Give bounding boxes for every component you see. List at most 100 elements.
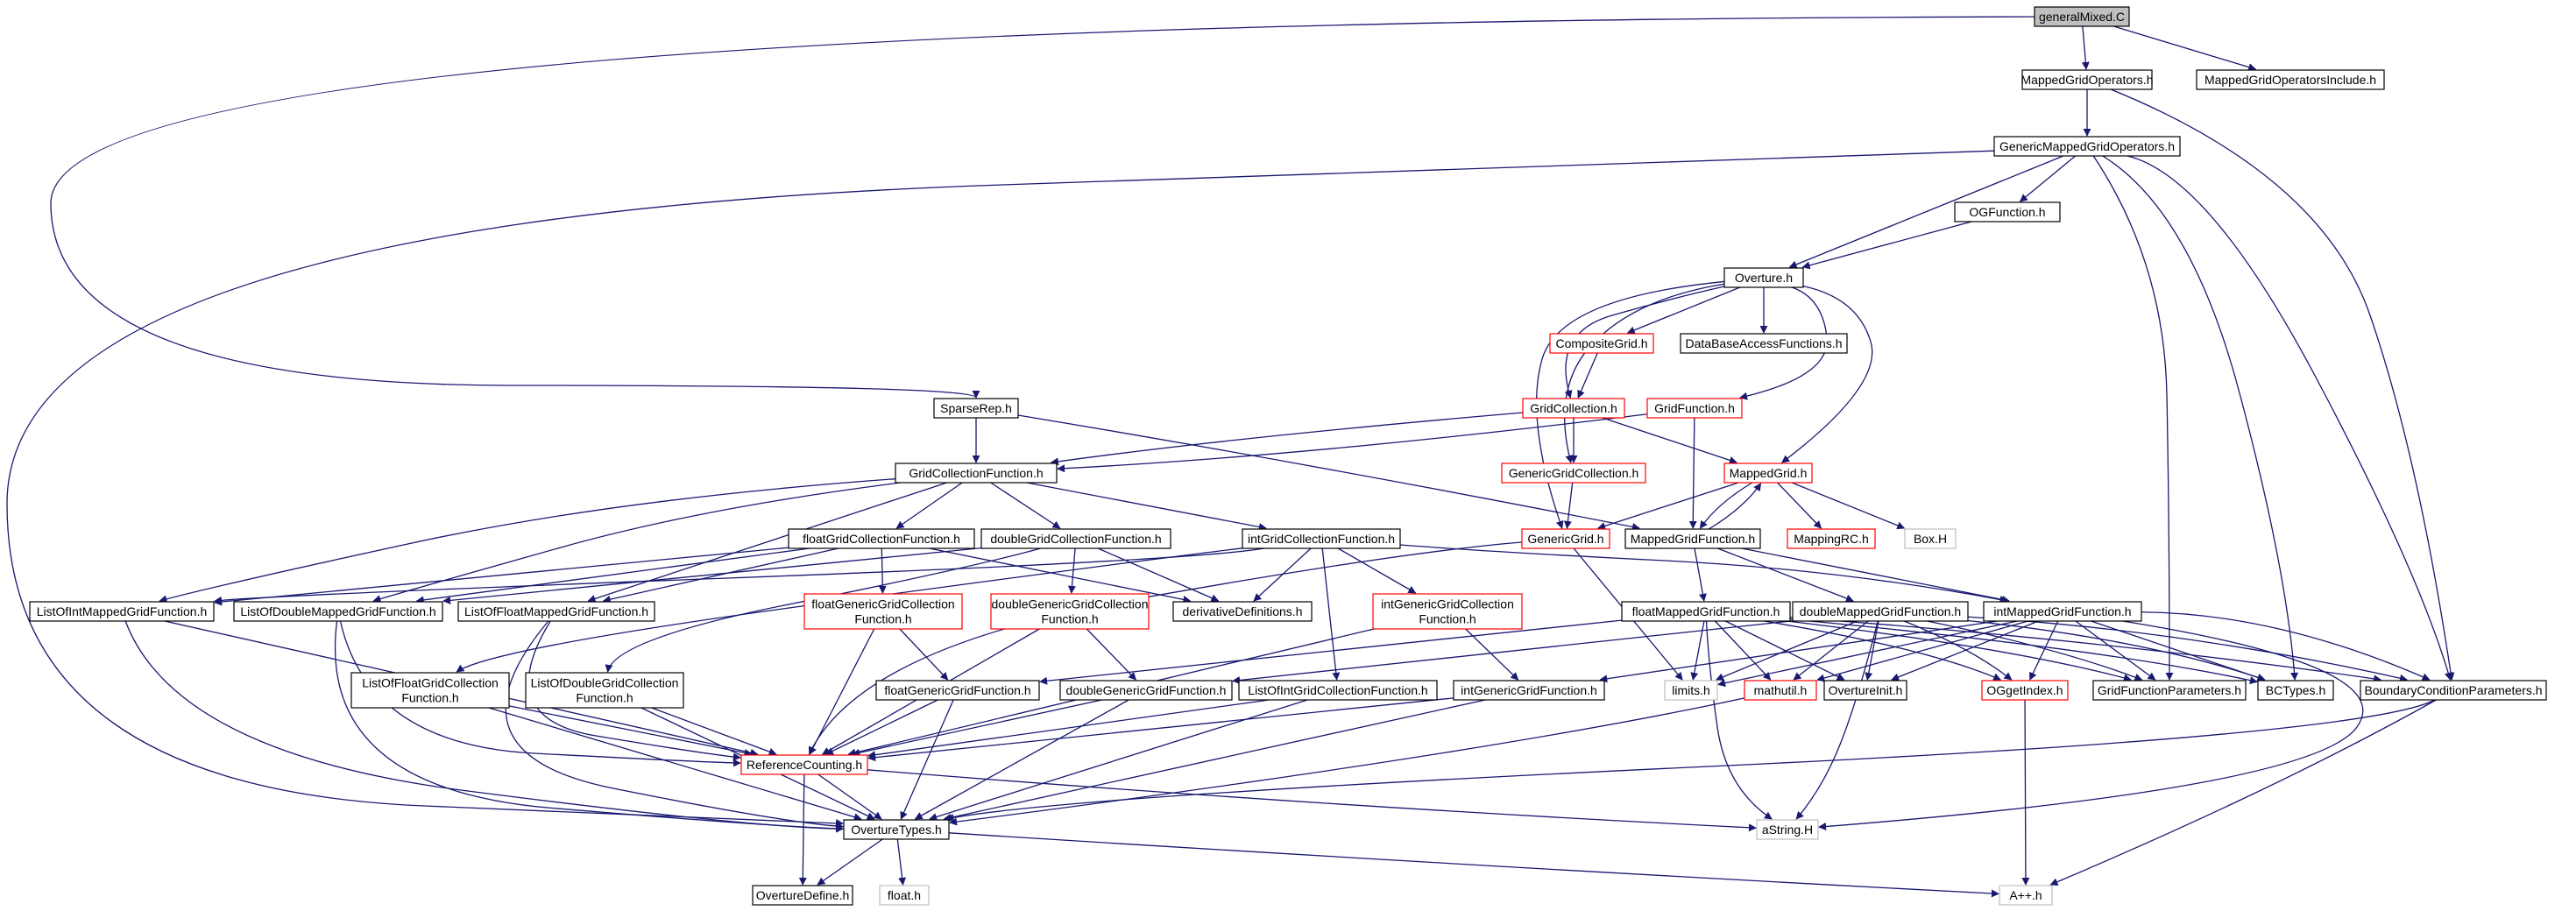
node-label: MappedGridOperatorsInclude.h bbox=[2204, 73, 2376, 87]
node-ggc[interactable]: GenericGridCollection.h bbox=[1501, 463, 1646, 484]
node-box bbox=[1059, 680, 1233, 701]
node-gmgo[interactable]: GenericMappedGridOperators.h bbox=[1993, 136, 2181, 157]
node-floath[interactable]: float.h bbox=[879, 885, 930, 906]
edge-fggf-to-refcount bbox=[824, 699, 938, 755]
node-sparse[interactable]: SparseRep.h bbox=[933, 398, 1019, 419]
node-label: GridCollection.h bbox=[1530, 401, 1617, 415]
edge-gmgo-to-gfp bbox=[2092, 155, 2174, 681]
edge-fmgf-to-fggf bbox=[1039, 619, 1623, 685]
edge-mappedgrid-to-mappingrc bbox=[1777, 482, 1822, 529]
node-ogf[interactable]: OGFunction.h bbox=[1954, 201, 2061, 222]
node-limits[interactable]: limits.h bbox=[1664, 680, 1718, 701]
node-mgoinc[interactable]: MappedGridOperatorsInclude.h bbox=[2196, 69, 2385, 90]
node-label: MappedGrid.h bbox=[1730, 466, 1808, 480]
node-box bbox=[457, 601, 655, 622]
node-box bbox=[1372, 593, 1523, 630]
node-gfp[interactable]: GridFunctionParameters.h bbox=[2092, 680, 2247, 701]
node-box bbox=[29, 601, 215, 622]
edge-fggf-to-ovtypes bbox=[900, 699, 954, 820]
node-ovdefine[interactable]: OvertureDefine.h bbox=[752, 885, 853, 906]
node-dgcf[interactable]: doubleGridCollectionFunction.h bbox=[980, 528, 1171, 549]
edge-compgrid-to-gridcoll bbox=[1577, 352, 1598, 399]
node-gcf[interactable]: GridCollectionFunction.h bbox=[895, 463, 1058, 484]
edge-lofmgf-to-refcount bbox=[528, 620, 741, 761]
node-label: GenericGridCollection.h bbox=[1509, 466, 1639, 480]
edge-loigcf-to-ovtypes bbox=[929, 699, 1308, 821]
node-label: OvertureTypes.h bbox=[851, 823, 942, 837]
node-dggf[interactable]: doubleGenericGridFunction.h bbox=[1059, 680, 1233, 701]
node-box bbox=[1756, 819, 1819, 840]
node-bctypes[interactable]: BCTypes.h bbox=[2257, 680, 2334, 701]
node-bcp[interactable]: BoundaryConditionParameters.h bbox=[2360, 680, 2547, 701]
node-box bbox=[1453, 680, 1605, 701]
node-igcf[interactable]: intGridCollectionFunction.h bbox=[1242, 528, 1401, 549]
node-ovtypes[interactable]: OvertureTypes.h bbox=[843, 819, 950, 840]
node-mappingrc[interactable]: MappingRC.h bbox=[1787, 528, 1876, 549]
node-mathutil[interactable]: mathutil.h bbox=[1744, 680, 1817, 701]
node-label: Overture.h bbox=[1735, 271, 1793, 285]
edge-oggetindex-to-app bbox=[2021, 699, 2030, 886]
edge-fmgf-to-astring bbox=[1705, 620, 1773, 820]
edge-imgf-to-limits bbox=[1717, 620, 2018, 688]
node-fmgf[interactable]: floatMappedGridFunction.h bbox=[1621, 601, 1791, 622]
node-fggf[interactable]: floatGenericGridFunction.h bbox=[875, 680, 1040, 701]
node-label: intGenericGridFunction.h bbox=[1461, 683, 1597, 697]
node-label: ListOfIntGridCollectionFunction.h bbox=[1248, 683, 1427, 697]
node-loimgf[interactable]: ListOfIntMappedGridFunction.h bbox=[29, 601, 215, 622]
node-mappedgrid[interactable]: MappedGrid.h bbox=[1723, 463, 1813, 484]
edge-fmgf-to-oggetindex bbox=[1764, 620, 2002, 681]
edge-lodmgf-to-ovtypes bbox=[334, 620, 844, 833]
node-label: Function.h bbox=[854, 612, 911, 626]
node-iggf[interactable]: intGenericGridFunction.h bbox=[1453, 680, 1605, 701]
node-gridfunc[interactable]: GridFunction.h bbox=[1646, 398, 1743, 419]
node-genericgrid[interactable]: GenericGrid.h bbox=[1521, 528, 1610, 549]
node-label: ListOfFloatGridCollection bbox=[362, 676, 499, 690]
node-astring[interactable]: aString.H bbox=[1756, 819, 1819, 840]
node-dmgf[interactable]: doubleMappedGridFunction.h bbox=[1792, 601, 1969, 622]
node-ovinit[interactable]: OvertureInit.h bbox=[1823, 680, 1907, 701]
node-loigcf[interactable]: ListOfIntGridCollectionFunction.h bbox=[1238, 680, 1438, 701]
node-box bbox=[1904, 528, 1957, 549]
node-box bbox=[233, 601, 443, 622]
node-label: Function.h bbox=[401, 691, 458, 705]
node-compgrid[interactable]: CompositeGrid.h bbox=[1549, 333, 1654, 354]
node-mgo[interactable]: MappedGridOperators.h bbox=[2021, 69, 2154, 90]
edge-dmgf-to-astring bbox=[1795, 620, 1879, 820]
node-box bbox=[1242, 528, 1401, 549]
node-lodmgf[interactable]: ListOfDoubleMappedGridFunction.h bbox=[233, 601, 443, 622]
node-derivdef[interactable]: derivativeDefinitions.h bbox=[1172, 601, 1313, 622]
edge-imgf-to-astring bbox=[1818, 620, 2364, 831]
edge-fmgf-to-gfp bbox=[1787, 620, 2132, 682]
node-imgf[interactable]: intMappedGridFunction.h bbox=[1983, 601, 2142, 622]
node-box bbox=[1501, 463, 1646, 484]
node-mgf[interactable]: MappedGridFunction.h bbox=[1624, 528, 1761, 549]
node-box bbox=[1787, 528, 1876, 549]
edge-fgcf-to-lodmgf bbox=[415, 547, 810, 604]
node-refcount[interactable]: ReferenceCounting.h bbox=[740, 754, 868, 775]
node-app[interactable]: A++.h bbox=[1999, 885, 2053, 906]
node-dbaf[interactable]: DataBaseAccessFunctions.h bbox=[1680, 333, 1848, 354]
edge-gridcoll-to-mappedgrid bbox=[1602, 417, 1737, 464]
node-boxh[interactable]: Box.H bbox=[1904, 528, 1957, 549]
node-label: BoundaryConditionParameters.h bbox=[2364, 683, 2542, 697]
node-oggetindex[interactable]: OGgetIndex.h bbox=[1981, 680, 2069, 701]
edge-imgf-to-oggetindex bbox=[2029, 620, 2059, 681]
node-gridcoll[interactable]: GridCollection.h bbox=[1522, 398, 1625, 419]
node-general: generalMixed.C bbox=[2034, 6, 2130, 27]
edge-mathutil-to-ovtypes bbox=[949, 697, 1745, 826]
edge-gmgo-to-ovtypes bbox=[6, 150, 1995, 827]
edge-fgcf-to-fggcf bbox=[878, 547, 887, 594]
edge-dmgf-to-ovinit bbox=[1865, 620, 1879, 681]
node-overture[interactable]: Overture.h bbox=[1723, 267, 1804, 288]
edge-ovtypes-to-floath bbox=[896, 838, 907, 886]
edge-fmgf-to-bctypes bbox=[1789, 618, 2258, 685]
node-lofmgf[interactable]: ListOfFloatMappedGridFunction.h bbox=[457, 601, 655, 622]
edge-dggf-to-refcount bbox=[852, 699, 1102, 757]
node-fgcf[interactable]: floatGridCollectionFunction.h bbox=[788, 528, 975, 549]
node-box bbox=[980, 528, 1171, 549]
